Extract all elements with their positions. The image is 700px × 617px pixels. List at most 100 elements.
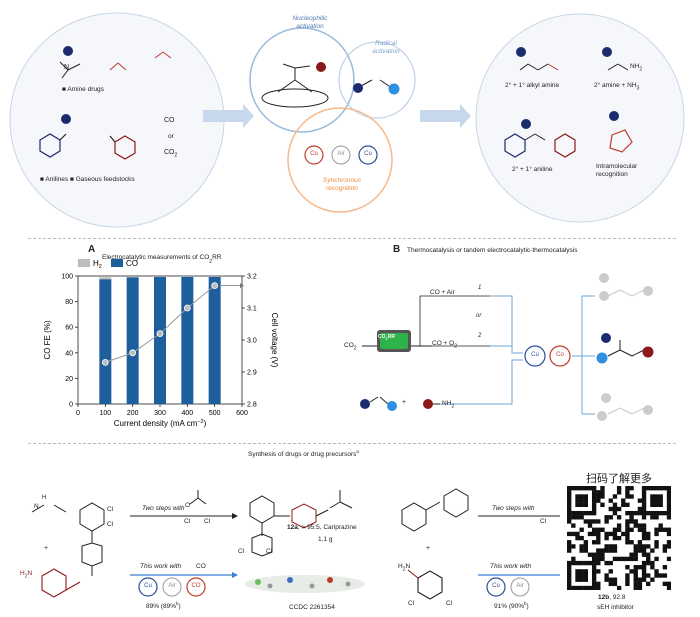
divider-top <box>28 238 676 239</box>
air-cat-label: Air <box>337 151 345 157</box>
cl-label-right: Cl <box>540 518 547 525</box>
this-work-left-label: This work with <box>140 563 182 570</box>
divider-bottom <box>28 443 676 444</box>
yield-right-label: 91% (90%b) <box>494 601 529 611</box>
y2-tick-label-2.8: 2.8 <box>247 402 257 409</box>
cl-label-4: Cl <box>266 548 273 555</box>
navy-ball-icon <box>516 47 526 57</box>
navy-ball-icon <box>61 114 71 124</box>
right-arrow-icon <box>420 104 471 128</box>
x-tick-label-100: 100 <box>99 410 111 417</box>
co2-feed-label: CO2 <box>164 149 178 159</box>
bar-co-500 <box>208 276 221 404</box>
seh-label: sEH inhibitor <box>597 604 634 611</box>
y-tick-label-60: 60 <box>65 325 73 332</box>
legend-label-co: CO <box>126 259 138 268</box>
plus-right-label: + <box>426 545 431 552</box>
voltage-point-500 <box>211 282 219 290</box>
cl-label-2: Cl <box>107 521 114 528</box>
cu-cat-label: Cu <box>364 151 372 157</box>
product-12b-label: 12b, 92.8 <box>598 594 626 601</box>
or-label-b: or <box>476 313 482 319</box>
y2-tick-label-3.1: 3.1 <box>247 306 257 313</box>
piperazine-structure <box>79 502 105 576</box>
two-steps-left-label: Two steps with <box>142 505 185 512</box>
plus-label: + <box>402 399 407 406</box>
catalyst-cycle <box>304 145 378 165</box>
two-steps-right-label: Two steps with <box>492 505 535 512</box>
red-ball-icon <box>316 62 326 72</box>
main-urea-product <box>607 340 645 357</box>
nucleophilic-ring <box>249 27 355 133</box>
bar-h2-200 <box>126 276 139 278</box>
air-icon <box>162 577 182 597</box>
bar-h2-100 <box>99 277 112 280</box>
co-label-left: CO <box>191 583 201 589</box>
bar-co-400 <box>181 276 194 404</box>
air-label-left: Air <box>168 583 176 589</box>
qr-overlay[interactable]: 扫码了解更多 <box>562 468 676 593</box>
y2-tick-label-2.9: 2.9 <box>247 370 257 377</box>
co-gas-left-label: CO <box>196 563 206 570</box>
aniline-ball-icon <box>423 399 433 409</box>
y2-tick-label-3.2: 3.2 <box>247 274 257 281</box>
x-tick-label-600: 600 <box>236 410 248 417</box>
y-tick-label-80: 80 <box>65 299 73 306</box>
phosgene-cl-right: Cl <box>204 518 211 525</box>
dichlorobenzylamine-structure <box>407 569 443 600</box>
navy-ball-icon <box>609 111 619 121</box>
x-tick-label-200: 200 <box>127 410 139 417</box>
y-tick-label-40: 40 <box>65 350 73 357</box>
cu-catalyst-icon <box>138 577 158 597</box>
dimethylamine-structure <box>31 504 67 513</box>
y-tick-label-0: 0 <box>69 402 73 409</box>
co-catalyst-icon <box>186 577 206 597</box>
bar-co-200 <box>126 277 139 404</box>
legend-swatch-co <box>111 259 123 267</box>
nh2-label: NH2 <box>630 63 643 73</box>
legend-swatch-h2 <box>78 259 90 267</box>
air-label-right: Air <box>516 583 524 589</box>
y-axis-label: CO FE (%) <box>43 320 52 359</box>
navy-ball-icon <box>602 47 612 57</box>
amine-ball-icon <box>360 399 370 409</box>
voltage-point-300 <box>156 330 164 337</box>
cl-label-3: Cl <box>238 548 245 555</box>
grey-product-bottom <box>607 407 645 415</box>
cu-label-right: Cu <box>492 583 500 589</box>
y2-axis-label: Cell voltage (V) <box>270 313 279 368</box>
product-2-label: 2° amine + NH3 <box>594 82 640 92</box>
bar-h2-300 <box>154 276 166 278</box>
bar-h2-400 <box>181 276 194 277</box>
section-b-scheme <box>360 273 654 421</box>
voltage-point-100 <box>101 359 109 366</box>
left-panel-circle <box>9 12 225 228</box>
cl-label-5: Cl <box>408 600 415 607</box>
or-label: or <box>168 133 174 140</box>
top-scheme <box>9 12 685 228</box>
nh2-reagent-label: NH2 <box>442 400 455 410</box>
co-feed-label: CO <box>164 117 175 124</box>
y-tick-label-100: 100 <box>61 274 73 281</box>
left-arrow-icon <box>203 104 254 128</box>
bar-co-300 <box>154 277 166 404</box>
co-label-b: Co <box>556 352 564 358</box>
cu-label-b: Cu <box>531 352 539 358</box>
legend-label-h2: H2 <box>93 259 102 270</box>
drug-synthesis-scheme <box>31 488 560 600</box>
ccdc-label: CCDC 2261354 <box>289 604 335 611</box>
bottom-title: Synthesis of drugs or drug precursorsa <box>248 449 359 459</box>
co-complex-structure <box>261 63 329 108</box>
voltage-point-400 <box>183 304 191 312</box>
cyclohexylamine-structure <box>41 568 81 598</box>
cl-label-1: Cl <box>107 506 114 513</box>
cl-label-6: Cl <box>446 600 453 607</box>
x-tick-label-300: 300 <box>154 410 166 417</box>
voltage-axis-arrowhead <box>240 283 244 289</box>
bar-co-100 <box>99 279 112 404</box>
route-2-label: CO + O2 <box>432 340 457 350</box>
